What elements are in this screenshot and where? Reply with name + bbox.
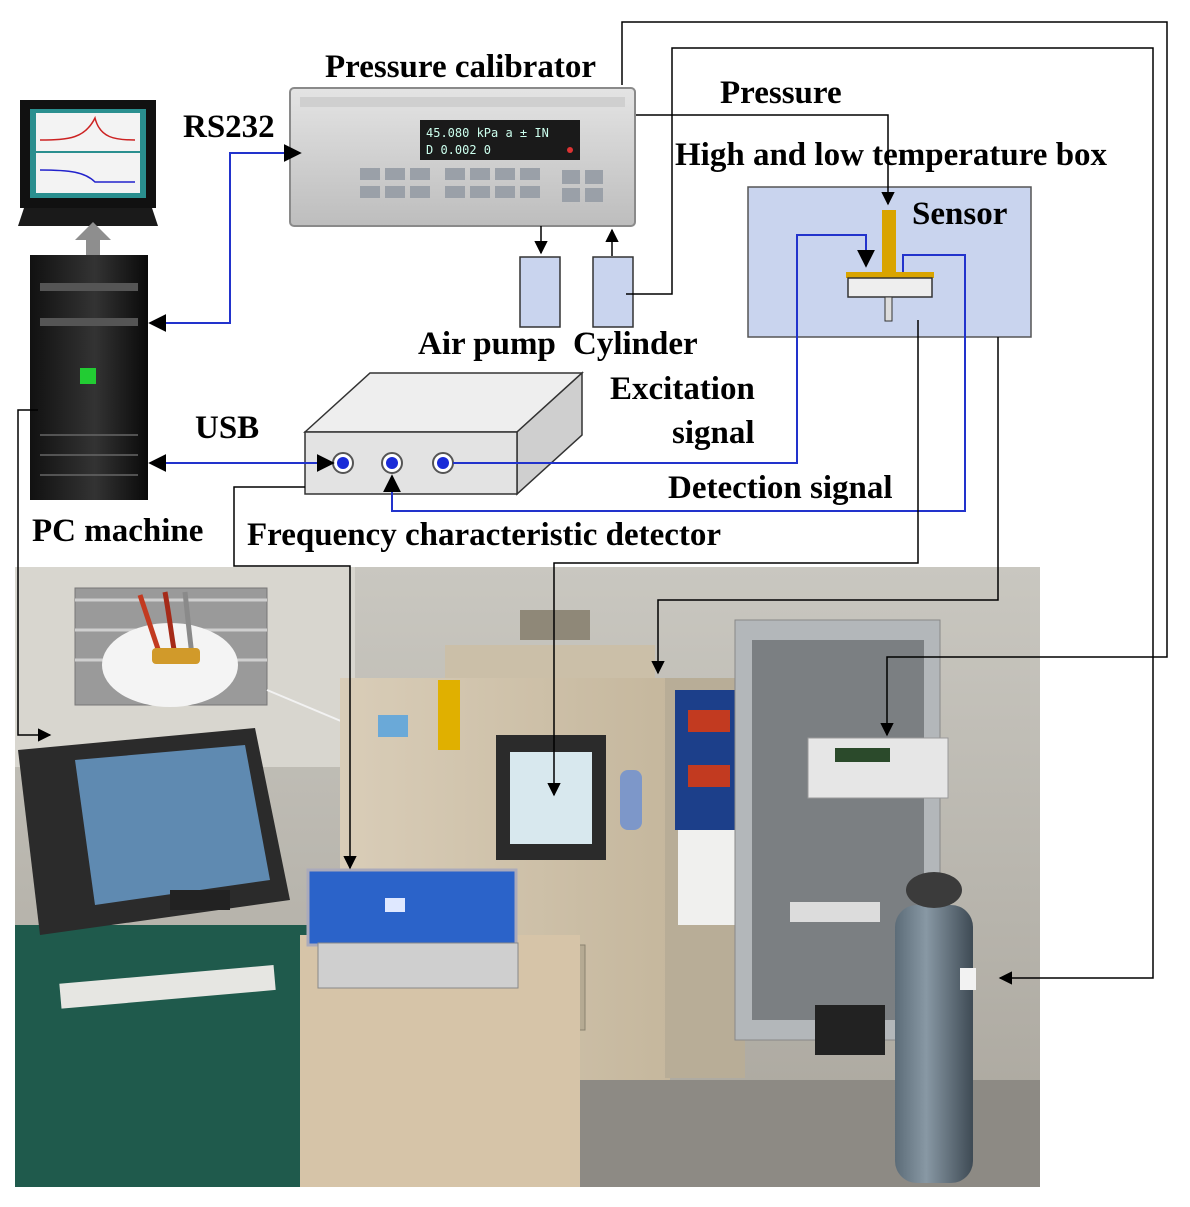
label-air-pump: Air pump [418,326,556,362]
temperature-box [747,186,1032,338]
sensor-closeup-inset [74,587,506,791]
lab-photo [15,567,1040,1187]
label-excitation-line2: signal [672,415,755,451]
pc-tower [30,255,148,500]
cylinder-box [592,256,634,328]
pc-power-led [80,368,96,384]
air-pump-box [519,256,561,328]
rs232-link [148,144,302,332]
connector-lines [17,21,1168,985]
label-excitation-line1: Excitation [610,371,755,407]
detection-signal-line [383,254,966,512]
frequency-detector-device [303,371,584,496]
detector-to-photo [233,486,357,870]
photo-gas-cylinder [895,872,976,1183]
calibrator-to-photo [621,21,1168,737]
label-pressure: Pressure [720,75,842,111]
calibrator-keypad [360,168,603,202]
label-temperature-box: High and low temperature box [675,137,1108,173]
labels: Pressure calibrator Pressure High and lo… [32,49,1108,553]
sensor-to-chamber-window [547,320,919,797]
sensor-stem [884,296,893,322]
photo-frequency-detector [306,868,519,989]
calibrator-display-line1: 45.080 kPa a ± IN [426,126,549,140]
photo-monitor [18,728,290,935]
pressure-line [636,114,895,206]
pressure-calibrator-device: 45.080 kPa a ± IN D 0.002 0 [289,87,636,227]
tempbox-to-chamber [651,337,999,675]
monitor-icon [18,100,158,226]
signal-lines [148,144,966,512]
label-sensor: Sensor [912,196,1007,232]
label-detection-signal: Detection signal [668,470,893,506]
excitation-signal-line [453,234,875,464]
pc-to-monitor-arrow [75,222,111,260]
pc-to-photo-monitor [17,409,52,742]
sensor-rod [882,210,896,274]
label-cylinder: Cylinder [573,326,698,362]
label-rs232: RS232 [183,109,275,145]
sensor-flange [846,272,934,278]
label-usb: USB [195,410,259,446]
calibrator-display-line2: D 0.002 0 [426,143,491,157]
label-pressure-calibrator: Pressure calibrator [325,49,596,85]
sensor-body [847,277,933,298]
cylinder-to-gas-tank [626,47,1154,985]
label-frequency-detector: Frequency characteristic detector [247,517,721,553]
label-pc-machine: PC machine [32,513,203,549]
